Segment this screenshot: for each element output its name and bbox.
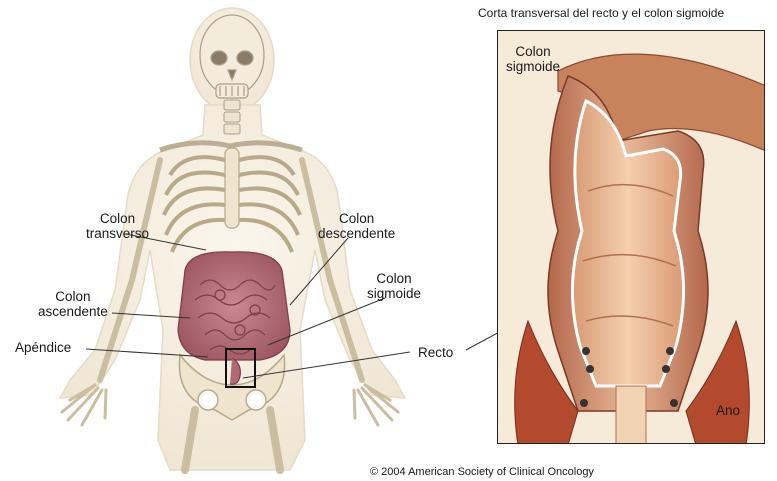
label-apendice-text: Apéndice	[15, 340, 71, 355]
inset-label-ano: Ano	[716, 403, 740, 418]
label-colon-descendente: Colon descendente	[318, 211, 395, 241]
inset-label-colon-sigmoide-text: Colon sigmoide	[506, 44, 560, 74]
intestines	[178, 252, 290, 360]
spine	[224, 100, 240, 134]
inset-frame	[497, 30, 765, 444]
anal-canal	[616, 386, 646, 444]
label-colon-transverso: Colon transverso	[86, 211, 149, 241]
copyright: © 2004 American Society of Clinical Onco…	[370, 466, 594, 478]
label-colon-sigmoide-body-text: Colon sigmoide	[367, 271, 421, 301]
label-colon-descendente-text: Colon descendente	[318, 211, 395, 241]
label-colon-transverso-text: Colon transverso	[86, 211, 149, 241]
inset-label-ano-text: Ano	[716, 403, 740, 418]
label-colon-sigmoide-body: Colon sigmoide	[367, 271, 421, 301]
inset-title: Corta transversal del recto y el colon s…	[478, 6, 724, 20]
label-apendice: Apéndice	[15, 340, 71, 355]
label-recto-text: Recto	[418, 345, 453, 360]
label-colon-ascendente: Colon ascendente	[38, 289, 108, 319]
rectum-cross-section	[498, 31, 765, 444]
inset-label-colon-sigmoide: Colon sigmoide	[506, 44, 560, 74]
label-colon-ascendente-text: Colon ascendente	[38, 289, 108, 319]
label-recto: Recto	[418, 345, 453, 360]
